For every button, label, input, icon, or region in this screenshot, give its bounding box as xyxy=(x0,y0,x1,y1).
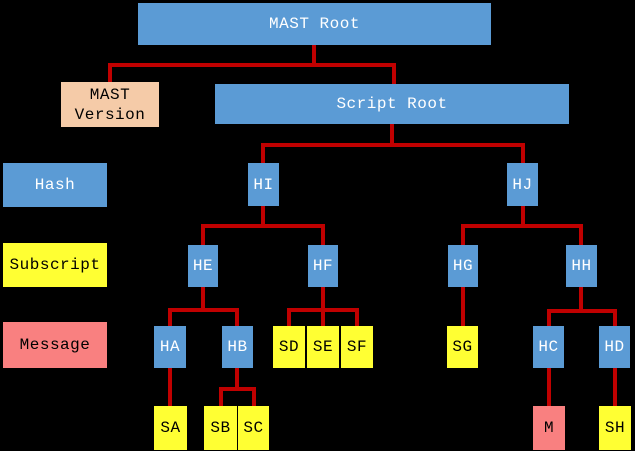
connector xyxy=(355,308,359,326)
node-sb: SB xyxy=(204,406,237,450)
node-hc: HC xyxy=(533,326,564,368)
connector xyxy=(321,308,325,326)
connector xyxy=(613,309,617,326)
node-script-root: Script Root xyxy=(215,84,569,124)
connector xyxy=(312,45,316,63)
connector xyxy=(168,308,239,312)
connector xyxy=(461,287,465,326)
connector xyxy=(235,368,239,387)
connector xyxy=(108,63,396,67)
connector xyxy=(201,224,205,245)
node-he: HE xyxy=(188,245,218,287)
node-hi: HI xyxy=(248,163,279,206)
node-mast-version: MAST Version xyxy=(61,82,159,127)
connector xyxy=(287,308,291,326)
node-hf: HF xyxy=(308,245,338,287)
connector xyxy=(168,308,172,326)
legend-subscript: Subscript xyxy=(3,243,107,287)
node-se: SE xyxy=(307,326,339,368)
node-sf: SF xyxy=(341,326,373,368)
node-sa: SA xyxy=(154,406,187,450)
node-hb: HB xyxy=(222,326,253,368)
connector xyxy=(392,63,396,84)
legend-message: Message xyxy=(3,322,107,368)
connector xyxy=(261,143,265,163)
connector xyxy=(521,143,525,163)
connector xyxy=(461,224,465,245)
connector xyxy=(108,63,112,82)
connector xyxy=(235,308,239,326)
node-hh: HH xyxy=(566,245,597,287)
connector xyxy=(461,224,583,228)
legend-hash: Hash xyxy=(3,163,107,207)
node-sd: SD xyxy=(273,326,305,368)
node-hg: HG xyxy=(448,245,478,287)
node-mast-root: MAST Root xyxy=(138,3,491,45)
node-hd: HD xyxy=(599,326,630,368)
node-m: M xyxy=(533,406,565,450)
node-sc: SC xyxy=(238,406,269,450)
connector xyxy=(201,224,325,228)
connector xyxy=(321,224,325,245)
connector xyxy=(168,368,172,406)
node-ha: HA xyxy=(154,326,186,368)
connector xyxy=(261,143,525,147)
node-sg: SG xyxy=(447,326,478,368)
connector xyxy=(201,287,205,308)
connector xyxy=(261,206,265,224)
connector xyxy=(547,309,551,326)
connector xyxy=(321,287,325,308)
connector xyxy=(613,368,617,406)
connector xyxy=(390,124,394,143)
connector xyxy=(547,368,551,406)
connector xyxy=(521,206,525,224)
connector xyxy=(547,309,617,313)
node-sh: SH xyxy=(599,406,631,450)
connector xyxy=(579,287,583,309)
connector xyxy=(579,224,583,245)
connector xyxy=(219,387,223,406)
node-hj: HJ xyxy=(507,163,538,206)
connector xyxy=(252,387,256,406)
connector xyxy=(219,387,256,391)
